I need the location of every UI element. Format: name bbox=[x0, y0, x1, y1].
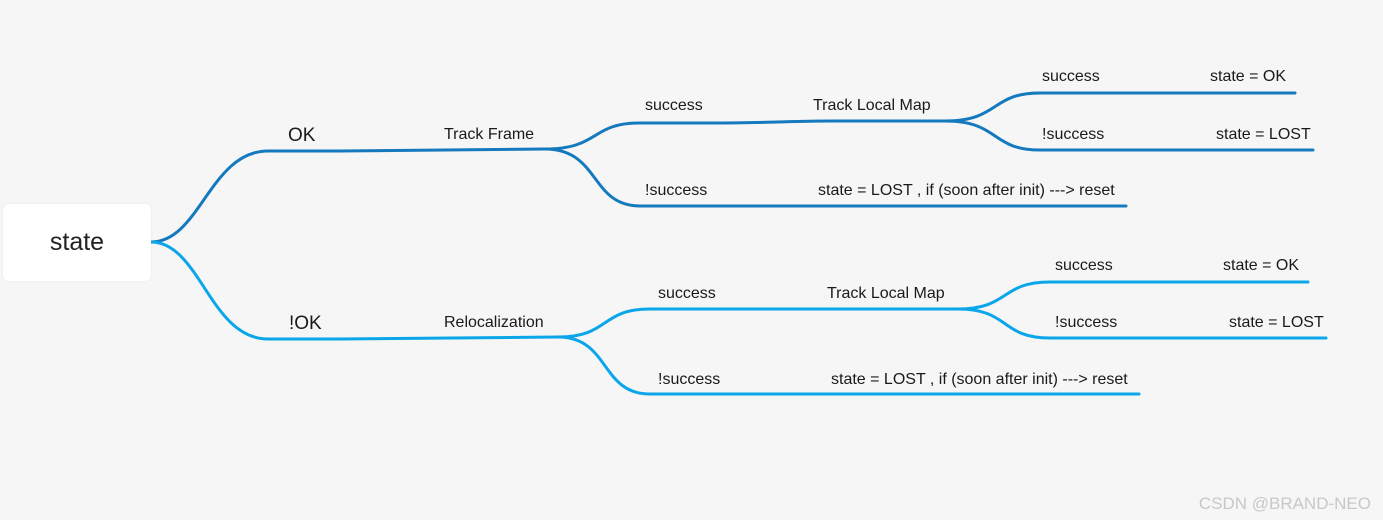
connector-trackframe-success bbox=[543, 121, 712, 151]
connector-root-ok bbox=[149, 149, 342, 244]
local-map-success-label[interactable]: success bbox=[1042, 68, 1100, 85]
track-frame-fail-label[interactable]: !success bbox=[645, 182, 708, 199]
connector-relocalization-fail bbox=[556, 335, 1141, 396]
connector-success-tracklocalmap bbox=[708, 119, 947, 125]
watermark: CSDN @BRAND-NEO bbox=[1198, 494, 1371, 513]
local-map-fail-label[interactable]: !success bbox=[1042, 126, 1105, 143]
relocalization-fail-label[interactable]: !success bbox=[658, 371, 721, 388]
track-frame-label[interactable]: Track Frame bbox=[444, 126, 535, 143]
relocalization-fail-result[interactable]: state = LOST , if (soon after init) --->… bbox=[831, 371, 1128, 388]
local-map-success-result-2[interactable]: state = OK bbox=[1223, 257, 1300, 274]
ok-branch-lines bbox=[149, 91, 1315, 244]
root-label: state bbox=[49, 228, 105, 256]
track-frame-success-label[interactable]: success bbox=[645, 97, 703, 114]
local-map-success-result[interactable]: state = OK bbox=[1210, 68, 1287, 85]
connector-root-notok bbox=[149, 240, 342, 341]
notok-branch-lines bbox=[149, 240, 1328, 396]
local-map-success-label-2[interactable]: success bbox=[1055, 257, 1113, 274]
connector-relocalization-success bbox=[556, 307, 722, 339]
connector-trackframe-fail bbox=[543, 147, 1128, 208]
relocalization-label[interactable]: Relocalization bbox=[444, 314, 544, 331]
branch-notok-label[interactable]: !OK bbox=[289, 313, 322, 334]
track-frame-fail-result[interactable]: state = LOST , if (soon after init) --->… bbox=[818, 182, 1115, 199]
local-map-fail-label-2[interactable]: !success bbox=[1055, 314, 1118, 331]
root-node[interactable]: state bbox=[3, 204, 151, 281]
connector-tracklocalmap-fail-2 bbox=[956, 307, 1328, 340]
relocalization-success-label[interactable]: success bbox=[658, 285, 716, 302]
track-local-map-label[interactable]: Track Local Map bbox=[813, 97, 931, 114]
track-local-map-label-2[interactable]: Track Local Map bbox=[827, 285, 945, 302]
connector-tracklocalmap-fail bbox=[943, 119, 1315, 152]
local-map-fail-result[interactable]: state = LOST bbox=[1216, 126, 1311, 143]
branch-ok-label[interactable]: OK bbox=[288, 125, 316, 146]
local-map-fail-result-2[interactable]: state = LOST bbox=[1229, 314, 1324, 331]
connector-tracklocalmap-success bbox=[943, 91, 1297, 123]
connector-ok-trackframe bbox=[338, 147, 547, 153]
connector-tracklocalmap-success-2 bbox=[956, 280, 1310, 311]
connector-notok-relocalization bbox=[338, 335, 560, 341]
